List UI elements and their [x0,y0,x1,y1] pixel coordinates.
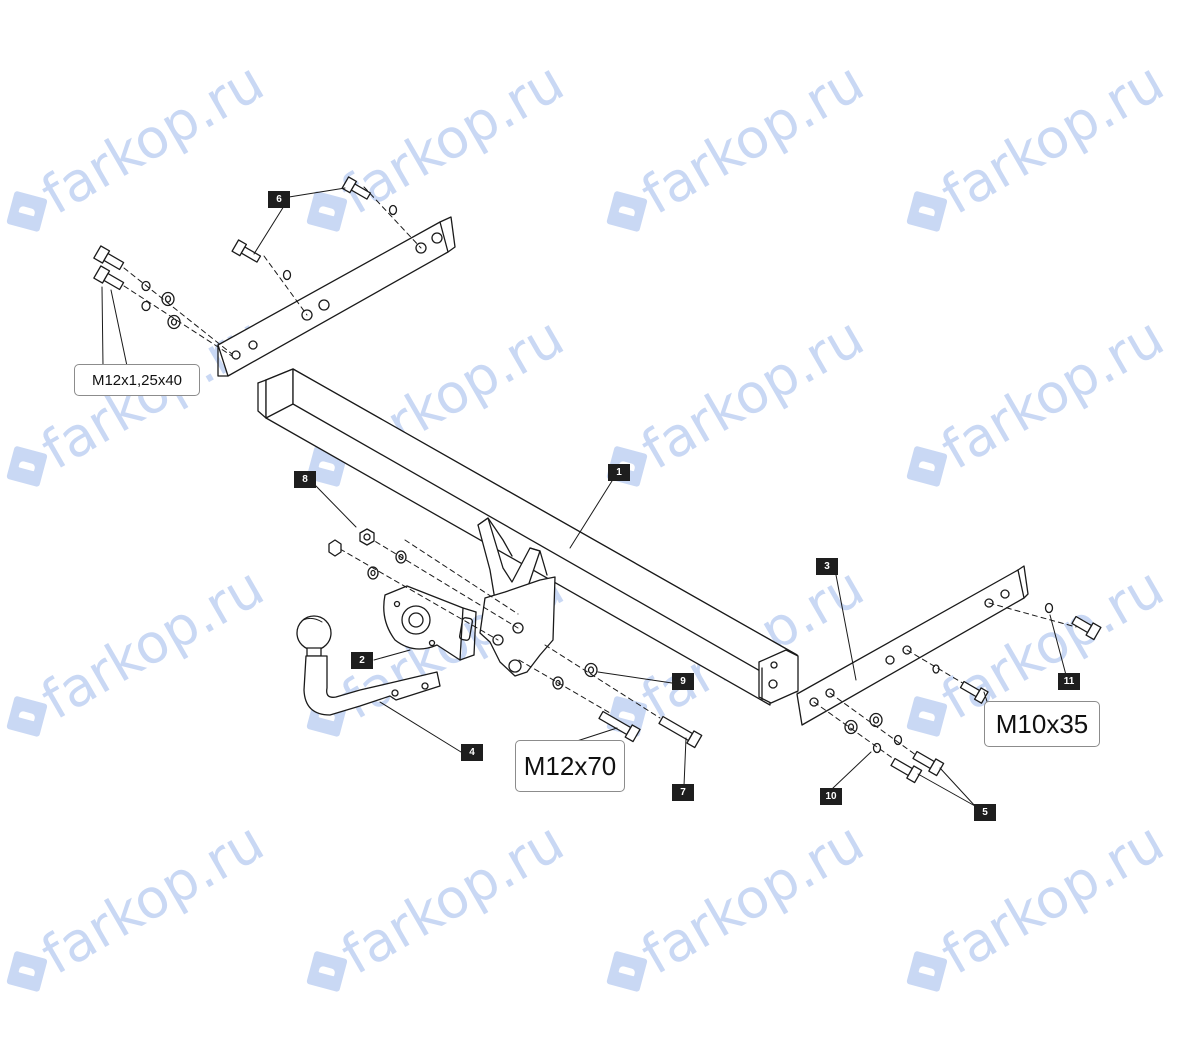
size-label-m12x70: M12x70 [515,740,625,792]
callout-part-4: 4 [461,744,483,761]
size-label-m12x1-25x40: M12x1,25x40 [74,364,200,396]
right-side-plate [796,565,1029,726]
nuts-washers-part-8 [328,528,407,580]
size-label-m10x35: M10x35 [984,701,1100,747]
bolts-part-6 [231,176,398,281]
callout-part-10: 10 [820,788,842,805]
callout-part-11: 11 [1058,673,1080,690]
callout-part-7: 7 [672,784,694,801]
leader-lines [101,187,1067,807]
callout-part-1: 1 [608,464,630,481]
socket-plate-part-2 [383,585,477,661]
callout-part-3: 3 [816,558,838,575]
callout-part-6: 6 [268,191,290,208]
callout-part-2: 2 [351,652,373,669]
bolts-part-7 [552,662,703,749]
left-bolts [93,245,181,330]
left-side-plate [217,216,456,377]
assembly-lines [123,186,1077,763]
crossbar-part-1 [257,368,799,706]
bolts-part-5 [844,712,945,784]
ball-mount-part-4 [296,615,441,716]
callout-part-9: 9 [672,673,694,690]
bolts-part-11 [932,602,1102,704]
callout-part-8: 8 [294,471,316,488]
callout-part-5: 5 [974,804,996,821]
